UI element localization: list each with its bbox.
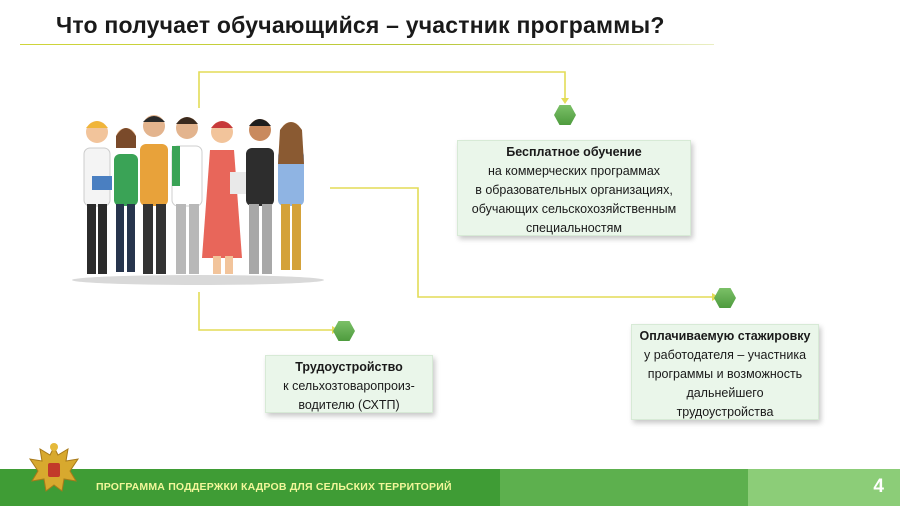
box-line: дальнейшего (686, 386, 764, 400)
state-emblem-icon (28, 443, 80, 492)
employment-box: Трудоустройство к сельхозтоваропроиз- во… (265, 355, 433, 413)
box-line: водителю (СХТП) (298, 398, 400, 412)
connector-top (198, 71, 566, 108)
box-heading: Трудоустройство (295, 360, 403, 374)
students-group-illustration (72, 115, 324, 285)
program-name: ПРОГРАММА ПОДДЕРЖКИ КАДРОВ ДЛЯ СЕЛЬСКИХ … (96, 481, 452, 493)
box-line: обучающих сельскохозяйственным (471, 202, 677, 216)
box-line: к сельхозтоваропроиз- (283, 379, 415, 393)
connector-middle (330, 187, 718, 298)
free-education-box: Бесплатное обучение на коммерческих прог… (457, 140, 691, 236)
footer-band-mid (500, 469, 748, 506)
slide-title: Что получает обучающийся – участник прог… (56, 12, 665, 38)
box-line: у работодателя – участника (643, 348, 807, 362)
hexagon-marker-icon (333, 321, 355, 341)
box-line: на коммерческих программах (487, 164, 661, 178)
arrowhead-top (561, 98, 569, 104)
footer-bar: 4 ПРОГРАММА ПОДДЕРЖКИ КАДРОВ ДЛЯ СЕЛЬСКИ… (0, 469, 900, 506)
internship-box: Оплачиваемую стажировку у работодателя –… (631, 324, 819, 420)
box-line: трудоустройства (676, 405, 774, 419)
connector-bottom (198, 292, 338, 331)
box-line: в образовательных организациях, (475, 183, 673, 197)
box-heading: Бесплатное обучение (506, 145, 642, 159)
box-heading: Оплачиваемую стажировку (639, 329, 811, 343)
hexagon-marker-icon (714, 288, 736, 308)
title-underline (20, 44, 714, 45)
footer-band-right: 4 (748, 469, 900, 506)
box-line: программы и возможность (647, 367, 803, 381)
hexagon-marker-icon (554, 105, 576, 125)
box-line: специальностям (525, 221, 623, 235)
page-number: 4 (873, 476, 884, 497)
